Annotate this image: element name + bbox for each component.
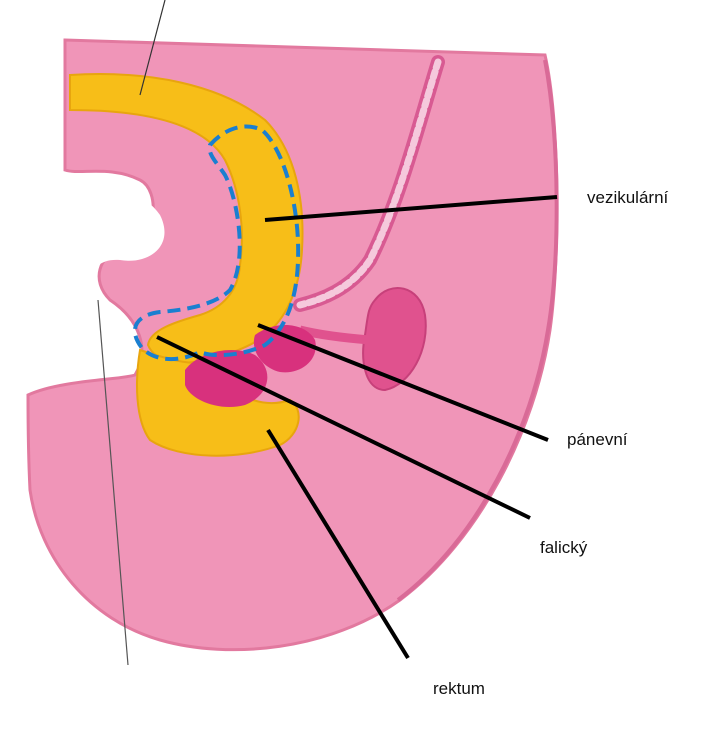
label-rektum: rektum [433,679,485,698]
lower-notch [20,300,140,380]
label-panevni: pánevní [567,430,628,449]
label-falicky: falický [540,538,588,557]
label-vezikularni: vezikulární [587,188,669,207]
